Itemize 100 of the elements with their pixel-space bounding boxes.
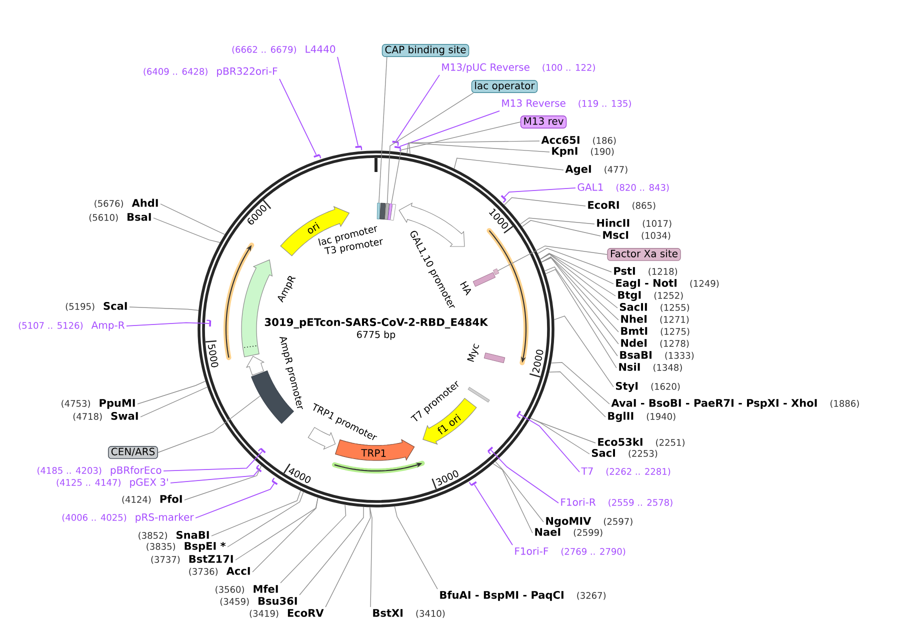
leader-line — [540, 252, 614, 284]
primer-label: (4125 .. 4147) pGEX 3' — [56, 478, 168, 488]
leader-line — [184, 465, 262, 500]
leader-line — [474, 484, 513, 546]
leader-line — [530, 418, 590, 454]
primer-mark — [487, 446, 494, 454]
leader-line — [454, 158, 564, 170]
leader-line — [504, 188, 576, 198]
primer-mark — [500, 195, 506, 203]
primer-label: (4006 .. 4025) pRS-marker — [62, 513, 194, 523]
leader-line — [140, 386, 208, 418]
leader-line — [396, 74, 440, 142]
leader-line — [495, 461, 544, 522]
tick-label: 4000 — [288, 468, 311, 483]
enzyme-label: NheI (1271) — [621, 314, 689, 324]
feature-bar — [380, 202, 386, 220]
primer-mark — [355, 146, 362, 150]
primer-mark — [256, 464, 262, 472]
leader-line — [498, 246, 608, 272]
enzyme-label: AvaI - BsoBI - PaeR7I - PspXI - XhoI (1886) — [611, 398, 859, 409]
leader-line — [490, 450, 559, 504]
enzyme-label: BglII (1940) — [608, 412, 676, 422]
primer-mark — [258, 448, 266, 454]
feature-band — [246, 356, 265, 376]
leader-line — [519, 414, 580, 472]
enzyme-label: HincII (1017) — [597, 218, 672, 228]
primer-mark — [468, 481, 477, 486]
leader-line — [153, 218, 220, 243]
feature-bar — [468, 386, 490, 402]
enzyme-label: SacI (2253) — [592, 448, 658, 458]
primer-mark — [394, 146, 402, 152]
enzyme-label: StyI (1620) — [616, 382, 680, 392]
leader-line — [492, 463, 533, 534]
primer-mark — [516, 410, 522, 419]
leader-line — [211, 490, 301, 536]
primer-label: GAL1 (820 .. 843) — [578, 183, 669, 192]
leader-line — [554, 316, 614, 388]
leader-line — [325, 506, 371, 608]
leader-line — [545, 268, 617, 368]
enzyme-label: SacII (1255) — [620, 302, 690, 312]
enzyme-label: (5610) BsaI — [89, 213, 151, 222]
enzyme-label: BmtI (1275) — [621, 327, 690, 336]
enzyme-label: (3419) EcoRV — [250, 609, 324, 618]
leader-line — [540, 253, 616, 296]
enzyme-label: (5195) ScaI — [66, 302, 127, 311]
leader-line — [299, 506, 364, 596]
enzyme-label: BstXI (3410) — [373, 609, 445, 618]
leader-line — [399, 110, 500, 147]
feature-label: HA — [460, 281, 472, 296]
enzyme-label: (3852) SnaBI — [138, 530, 209, 540]
leader-line — [544, 266, 618, 356]
enzyme-label: NaeI (2599) — [535, 528, 602, 537]
enzyme-label: NdeI (1278) — [621, 338, 689, 348]
leader-line — [378, 56, 388, 204]
feature-bar — [484, 352, 506, 364]
enzyme-label: (3560) MfeI — [216, 584, 278, 594]
leader-line — [406, 140, 540, 154]
primer-label: (5107 .. 5126) Amp-R — [18, 321, 125, 331]
tick-label: 3000 — [436, 470, 458, 486]
primer-label: F1ori-F (2769 .. 2790) — [515, 547, 626, 556]
enzyme-label: NgoMIV (2597) — [546, 517, 632, 527]
enzyme-label: (3835) BspEI * — [146, 542, 226, 552]
leader-line — [195, 483, 275, 518]
leader-line — [279, 78, 317, 156]
leader-line — [227, 492, 304, 548]
leader-line — [548, 371, 606, 418]
enzyme-label: MscI (1034) — [603, 231, 670, 240]
feature-bar — [390, 204, 396, 221]
leader-line — [541, 256, 619, 320]
leader-line — [520, 218, 595, 224]
primer-label: F1ori-R (2559 .. 2578) — [561, 498, 672, 507]
tick-label: 2000 — [532, 350, 544, 373]
enzyme-label: BsaBI (1333) — [620, 351, 694, 360]
feature-tag: CAP binding site — [382, 44, 470, 57]
leader-line — [280, 504, 346, 584]
leader-line — [386, 92, 474, 204]
leader-line — [540, 254, 618, 308]
leader-line — [158, 396, 261, 453]
enzyme-label: (3459) Bsu36I — [220, 596, 297, 606]
enzyme-label: BfuAI - BspMI - PaqCI (3267) — [440, 590, 606, 601]
primer-mark — [314, 154, 322, 158]
tick-label: 5000 — [208, 344, 218, 368]
feature-tag: M13 rev — [520, 116, 567, 128]
leader-line — [408, 142, 550, 154]
enzyme-label: BtgI (1252) — [618, 291, 683, 301]
feature-tag: Factor Xa site — [607, 248, 681, 261]
leader-line — [163, 450, 263, 472]
feature-tag: lac operator — [471, 80, 538, 93]
leader-line — [337, 56, 358, 146]
leader-line — [391, 122, 521, 204]
feature-label: Myc — [467, 344, 479, 362]
leader-line — [550, 362, 610, 404]
primer-label: T7 (2262 .. 2281) — [581, 467, 670, 476]
feature-bar — [472, 272, 496, 287]
feature-bar — [388, 204, 392, 220]
leader-line — [235, 497, 318, 560]
leader-line — [129, 306, 199, 311]
leader-line — [252, 497, 318, 572]
enzyme-label: Eco53kI (2251) — [598, 438, 684, 447]
feature-tag: CEN/ARS — [108, 446, 158, 459]
